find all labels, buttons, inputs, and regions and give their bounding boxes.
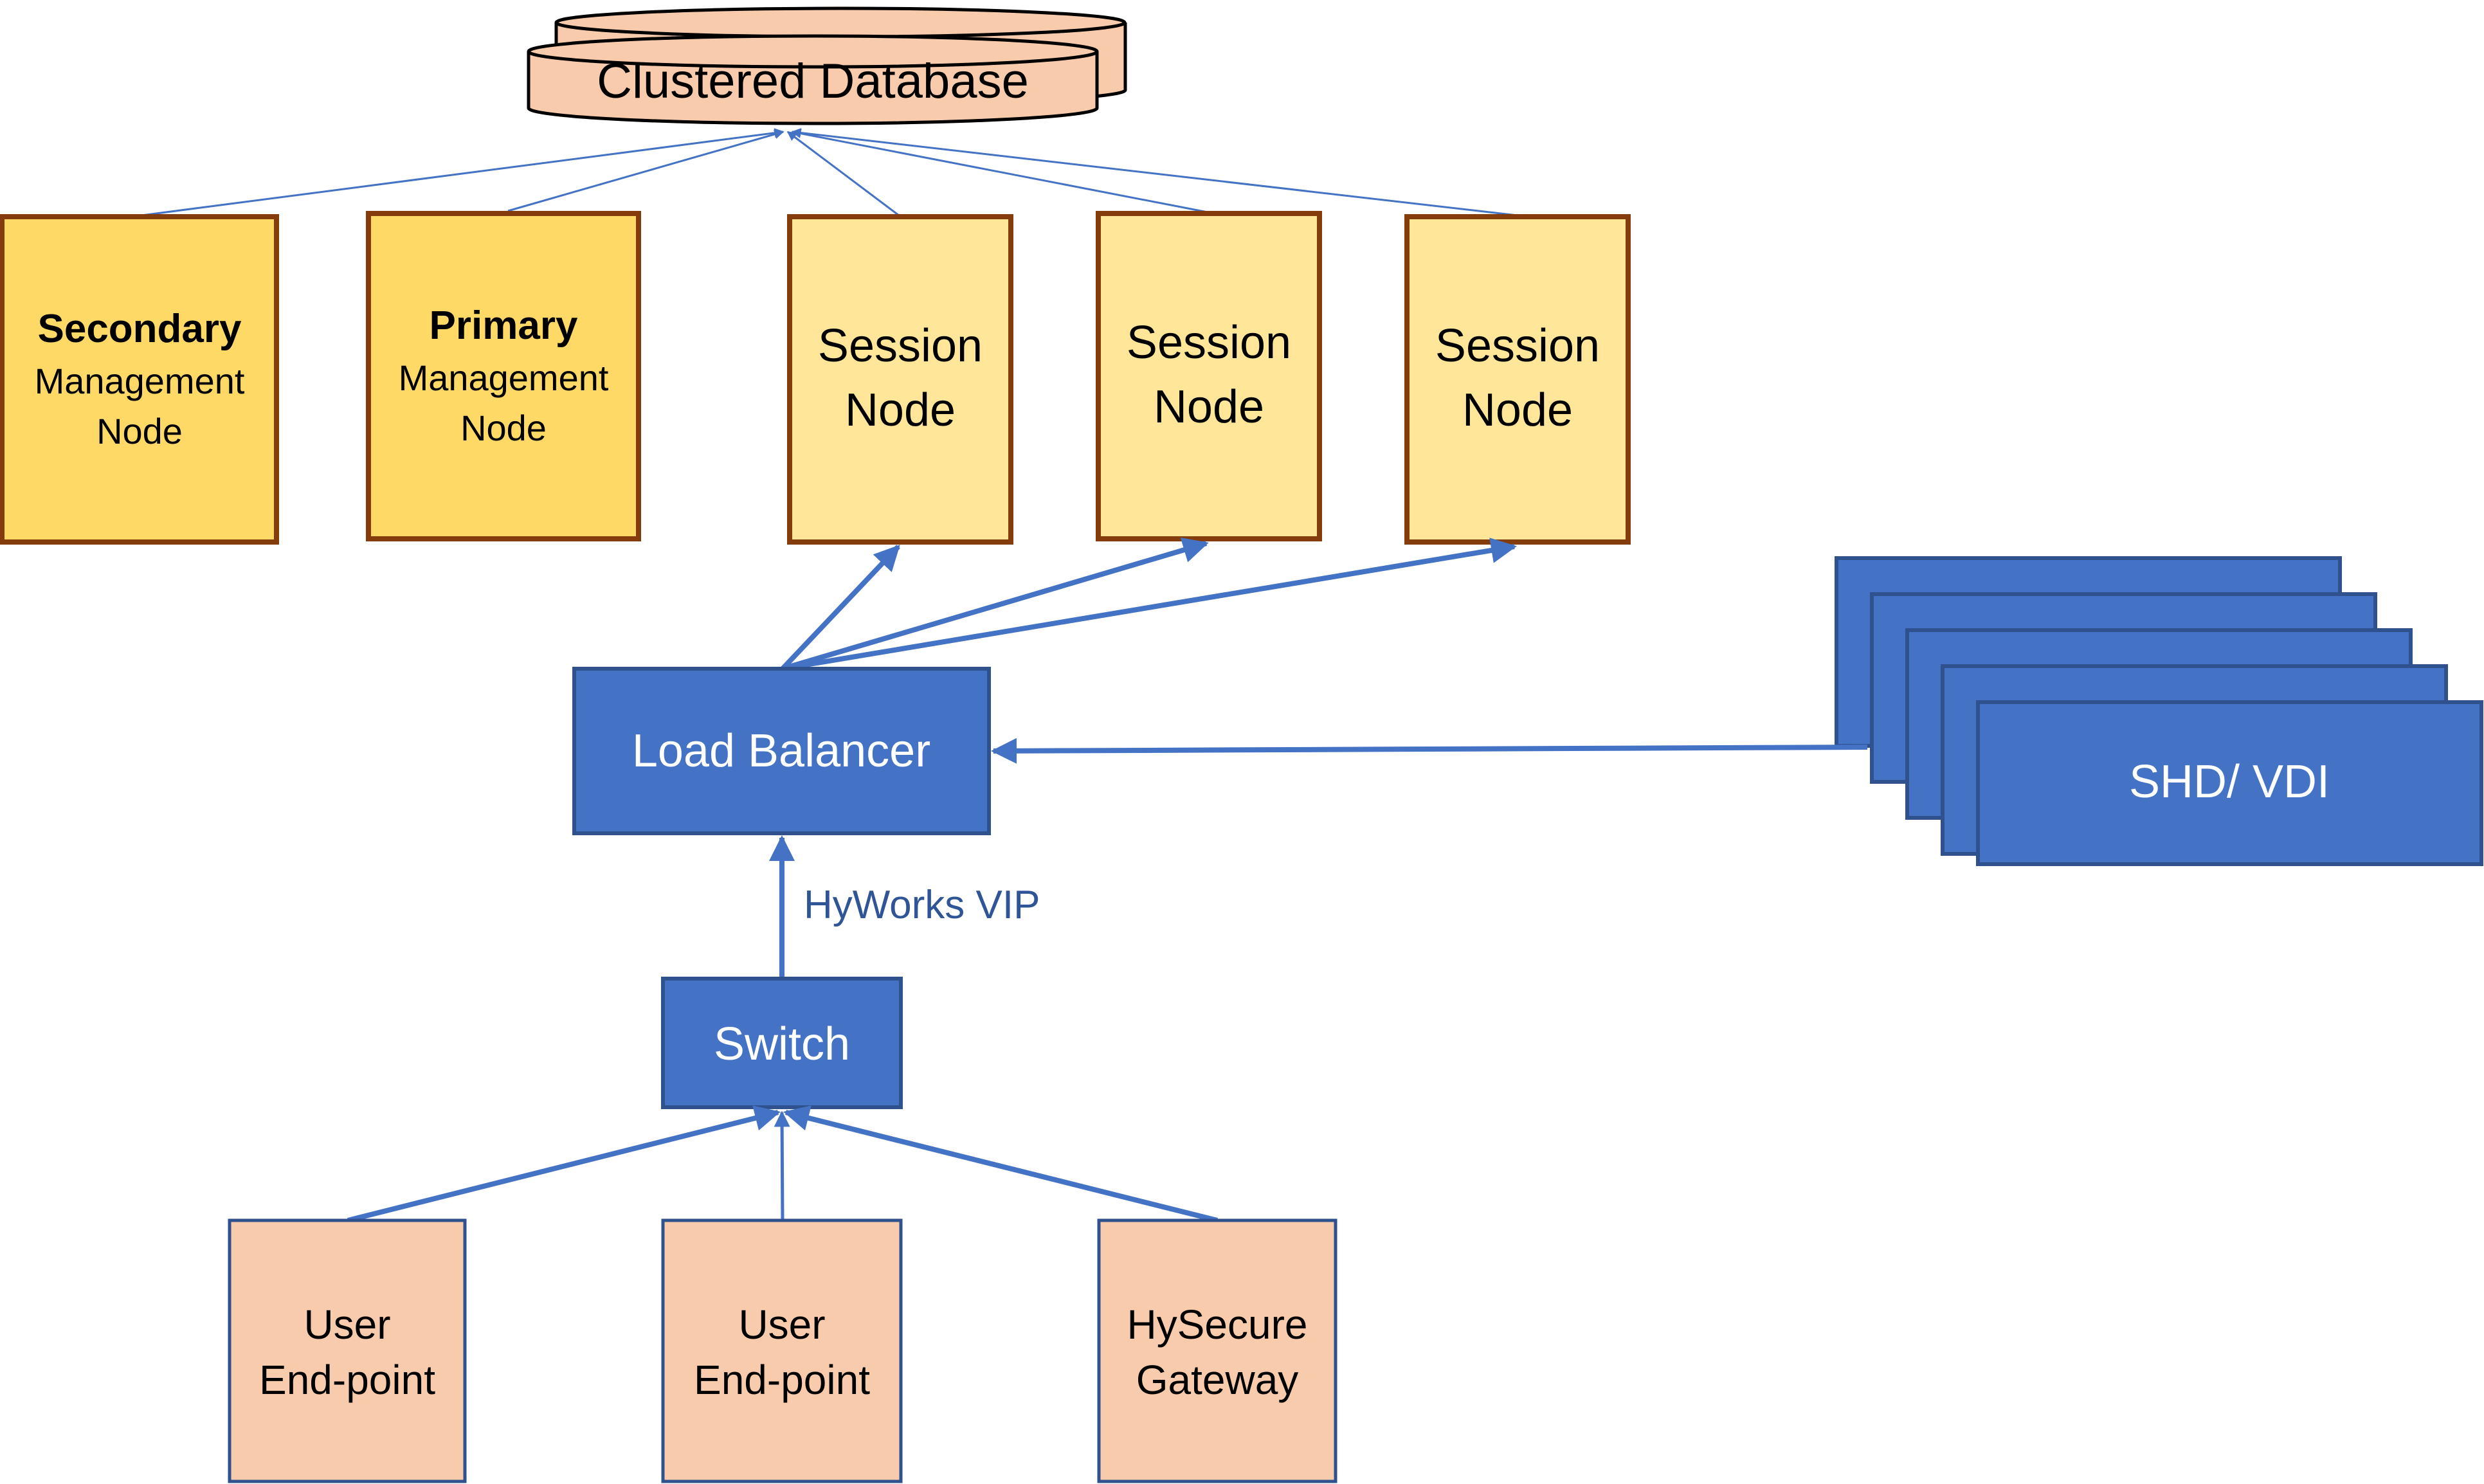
connector-shd-to-lb xyxy=(991,737,1868,764)
secondary-management-node[interactable]: Secondary Management Node xyxy=(0,214,279,545)
hyworks-vip-label: HyWorks VIP xyxy=(804,883,1040,927)
session-node-2-line1: Session xyxy=(1127,317,1291,368)
connector-user2-to-switch xyxy=(774,1110,790,1221)
primary-node-line2: Management xyxy=(399,357,609,398)
session-node-3[interactable]: Session Node xyxy=(1404,214,1631,545)
session-node-3-line2: Node xyxy=(1462,385,1573,436)
hysecure-gateway[interactable]: HySecure Gateway xyxy=(1097,1218,1337,1483)
shd-vdi-label: SHD/ VDI xyxy=(2129,756,2330,808)
secondary-node-line3: Node xyxy=(96,411,183,451)
switch[interactable]: Switch xyxy=(661,977,903,1109)
hysecure-gateway-line2: Gateway xyxy=(1136,1357,1299,1403)
shd-vdi-layer-5 xyxy=(1976,700,2483,866)
secondary-node-line2: Management xyxy=(35,361,245,401)
endpoint-connectors xyxy=(347,1105,1218,1223)
database-label: Clustered Database xyxy=(597,54,1029,109)
load-balancer-label: Load Balancer xyxy=(632,725,930,777)
primary-management-node[interactable]: Primary Management Node xyxy=(366,211,641,541)
user-endpoint-1[interactable]: User End-point xyxy=(228,1218,467,1483)
hysecure-gateway-line1: HySecure xyxy=(1127,1301,1308,1348)
db-connectors xyxy=(141,128,1518,217)
user-endpoint-2[interactable]: User End-point xyxy=(661,1218,903,1483)
connector-user1-to-switch xyxy=(347,1105,781,1223)
session-node-1-line2: Node xyxy=(845,385,956,436)
user-endpoint-1-line2: End-point xyxy=(259,1357,435,1403)
load-balancer[interactable]: Load Balancer xyxy=(572,667,991,835)
user-endpoint-1-line1: User xyxy=(304,1301,390,1348)
connector-session1-to-db xyxy=(786,131,900,217)
connector-secondary-to-db xyxy=(141,128,784,217)
primary-node-line3: Node xyxy=(460,408,547,448)
shd-vdi-stack[interactable]: SHD/ VDI xyxy=(1835,556,2483,866)
primary-node-title: Primary xyxy=(430,303,578,348)
connector-hysecure-to-switch xyxy=(783,1105,1218,1223)
session-node-1[interactable]: Session Node xyxy=(787,214,1013,545)
session-node-3-line1: Session xyxy=(1435,320,1600,372)
clustered-database[interactable]: Clustered Database xyxy=(527,6,1127,125)
user-endpoint-2-line2: End-point xyxy=(694,1357,870,1403)
session-node-1-line1: Session xyxy=(818,320,983,372)
connector-session3-to-db xyxy=(791,128,1518,217)
switch-label: Switch xyxy=(714,1018,850,1070)
session-node-2[interactable]: Session Node xyxy=(1096,211,1322,541)
connector-lb-to-session2 xyxy=(781,538,1209,671)
connector-lb-to-session1 xyxy=(781,545,900,671)
user-endpoint-2-line1: User xyxy=(738,1301,825,1348)
database-front-cylinder xyxy=(527,34,1099,125)
connector-primary-to-db xyxy=(507,129,784,212)
connector-session2-to-db xyxy=(791,129,1208,213)
secondary-node-title: Secondary xyxy=(37,307,242,351)
session-node-2-line2: Node xyxy=(1154,381,1264,433)
lb-connectors xyxy=(781,538,1517,671)
connector-lb-to-session3 xyxy=(782,538,1517,671)
